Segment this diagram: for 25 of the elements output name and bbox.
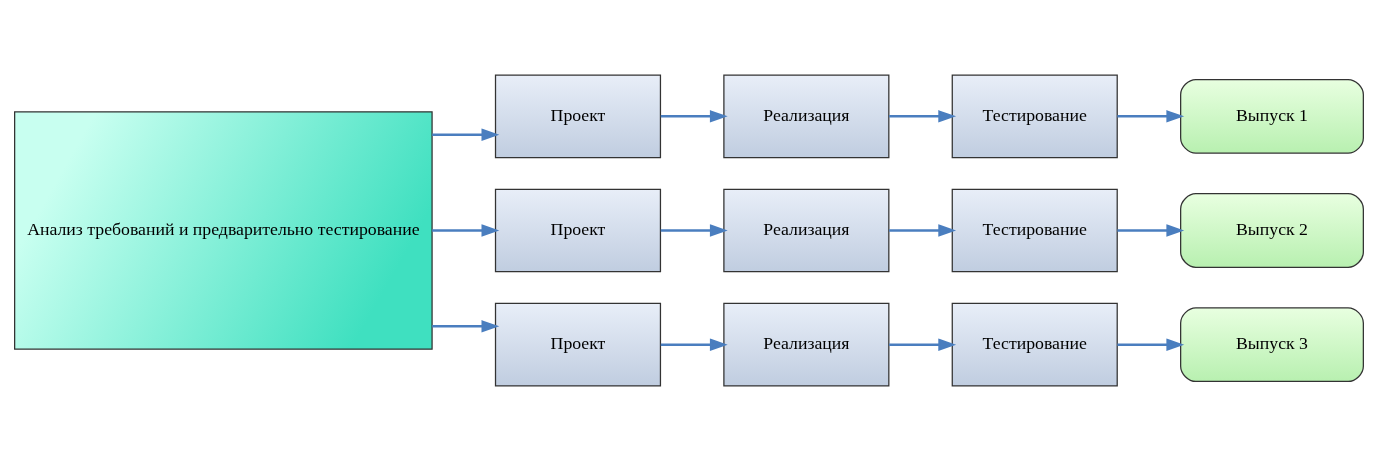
node-box: Реализация bbox=[723, 73, 890, 158]
node-box: Выпуск 1 bbox=[1180, 78, 1364, 154]
arrow bbox=[889, 223, 957, 237]
arrow bbox=[660, 109, 728, 123]
node-box: Реализация bbox=[723, 302, 890, 387]
node-box: Анализ требований и предварительно тестирование bbox=[14, 110, 433, 350]
arrow bbox=[432, 319, 500, 332]
arrow bbox=[889, 109, 957, 123]
arrow bbox=[660, 223, 728, 237]
arrow bbox=[1117, 223, 1185, 237]
node-box: Проект bbox=[494, 188, 662, 272]
node-box: Выпуск 2 bbox=[1180, 192, 1364, 268]
node-box: Тестирование bbox=[951, 73, 1118, 158]
arrow bbox=[660, 337, 728, 351]
node-box: Проект bbox=[494, 73, 662, 158]
arrow bbox=[432, 128, 500, 141]
node-box: Проект bbox=[494, 302, 662, 387]
arrow bbox=[889, 337, 957, 351]
node-box: Выпуск 3 bbox=[1180, 306, 1364, 382]
arrow bbox=[1117, 109, 1185, 123]
node-box: Тестирование bbox=[951, 188, 1118, 272]
arrow bbox=[432, 223, 500, 237]
arrow bbox=[1117, 337, 1185, 351]
node-box: Тестирование bbox=[951, 302, 1118, 387]
node-box: Реализация bbox=[723, 188, 890, 272]
